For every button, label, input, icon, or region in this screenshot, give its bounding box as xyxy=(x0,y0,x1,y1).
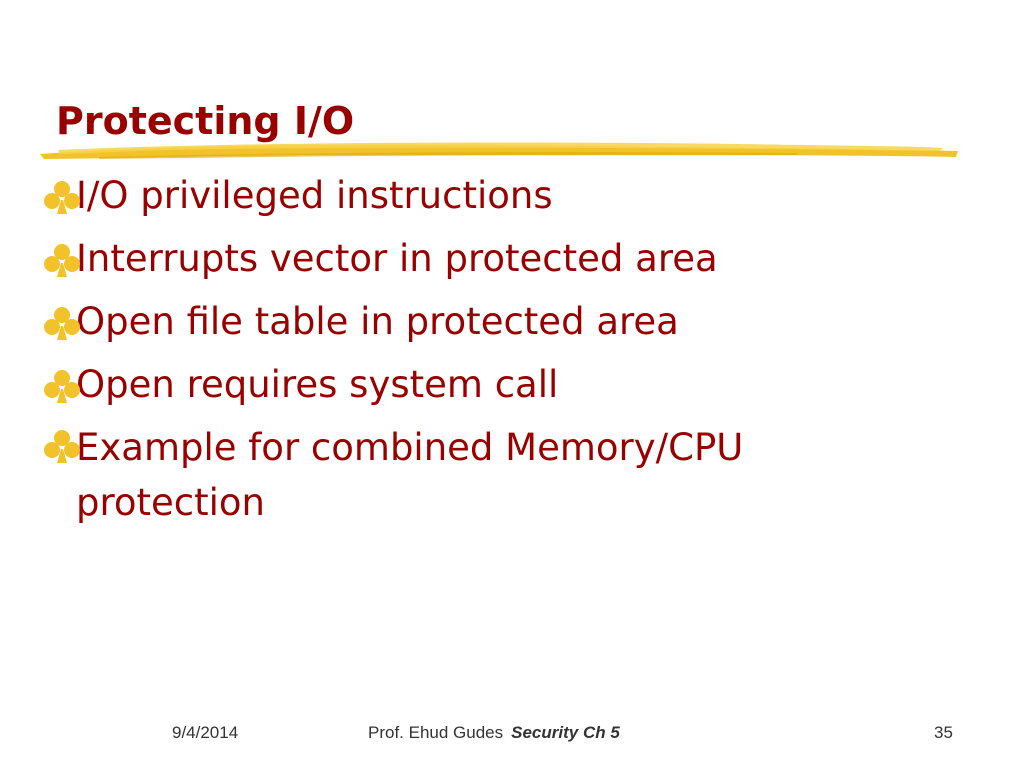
bullet-text: I/O privileged instructions xyxy=(76,174,553,217)
footer-course: Security Ch 5 xyxy=(511,723,620,742)
footer-author: Prof. Ehud Gudes xyxy=(368,723,504,742)
slide-title: Protecting I/O xyxy=(56,99,355,143)
bullet-item: Interrupts vector in protected area xyxy=(40,227,1000,290)
bullet-text: Open requires system call xyxy=(76,363,559,406)
bullet-text: Open file table in protected area xyxy=(76,300,679,343)
footer-date: 9/4/2014 xyxy=(172,723,239,742)
bullet-list: I/O privileged instructions Interrupts v… xyxy=(40,164,1000,530)
footer-center: Prof. Ehud Gudes Security Ch 5 xyxy=(368,722,620,744)
bullet-item: I/O privileged instructions xyxy=(40,164,1000,227)
page-number: 35 xyxy=(934,723,953,742)
club-icon xyxy=(44,307,80,340)
club-icon xyxy=(44,181,80,214)
bullet-item: Open file table in protected area xyxy=(40,290,1000,353)
bullet-text: Example for combined Memory/CPU protecti… xyxy=(76,426,744,524)
bullet-item: Example for combined Memory/CPU protecti… xyxy=(40,420,856,530)
bullet-text: Interrupts vector in protected area xyxy=(76,237,718,280)
club-icon xyxy=(44,430,80,463)
club-icon xyxy=(44,370,80,403)
club-icon xyxy=(44,244,80,277)
bullet-item: Open requires system call xyxy=(40,353,1000,416)
title-underline-brushstroke xyxy=(40,142,958,159)
